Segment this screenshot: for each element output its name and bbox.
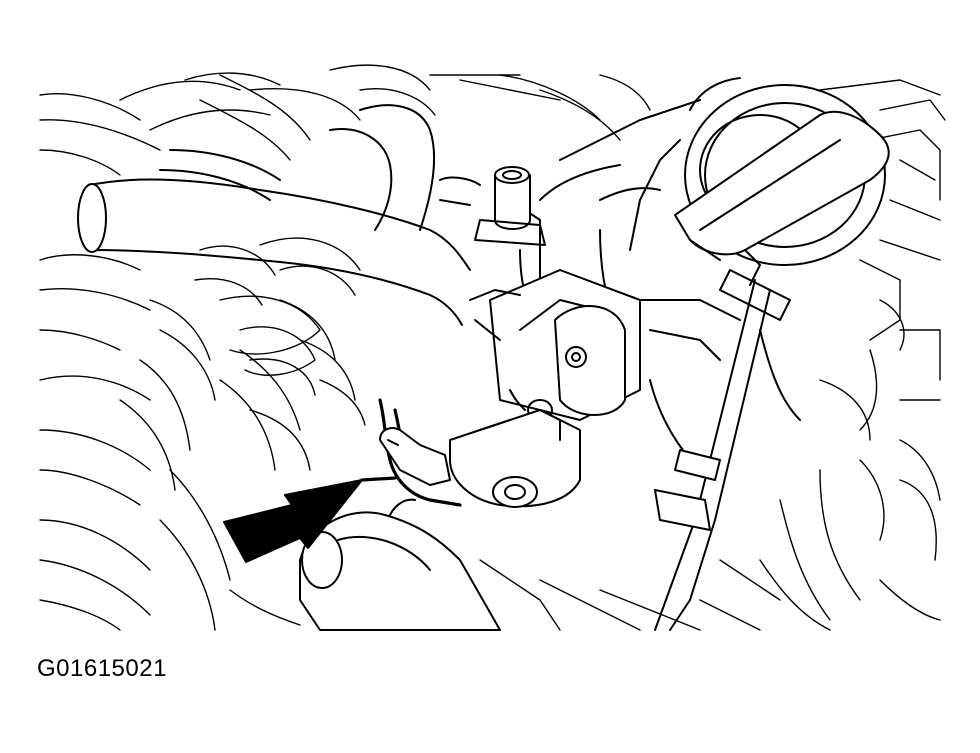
lower-hose bbox=[299, 498, 501, 631]
indicator-arrow-icon bbox=[223, 476, 397, 563]
upper-coolant-hose bbox=[77, 104, 471, 326]
throttle-rod bbox=[654, 279, 771, 631]
figure-id-label: G01615021 bbox=[37, 655, 167, 682]
background-engine-parts bbox=[39, 64, 946, 631]
electrical-connector bbox=[378, 398, 581, 508]
throttle-cable-bracket bbox=[674, 110, 890, 321]
